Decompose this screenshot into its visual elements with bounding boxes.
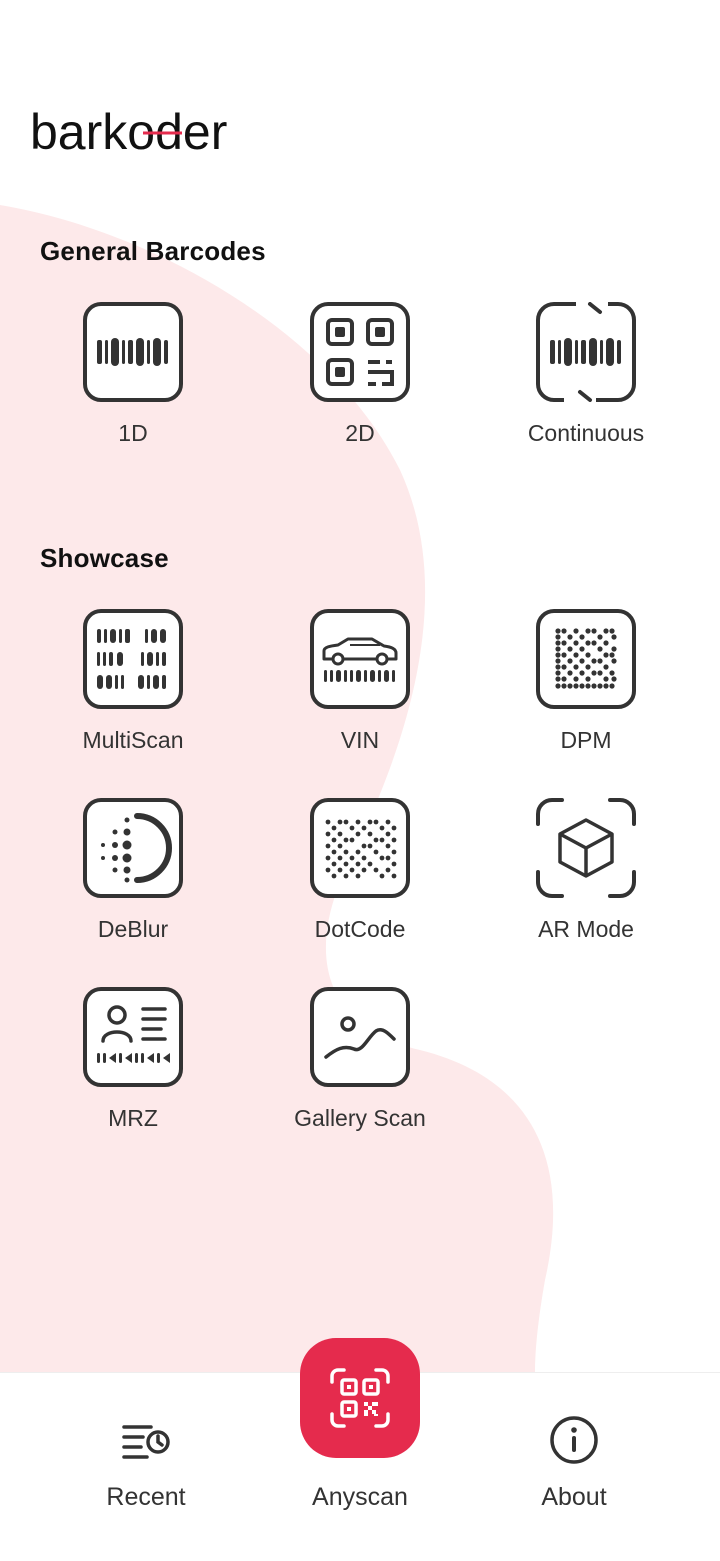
tile-2d[interactable]: 2D (260, 302, 460, 452)
section-title-general: General Barcodes (40, 236, 266, 266)
tile-label: MultiScan (82, 727, 184, 753)
tile-dotcode[interactable]: DotCode (260, 798, 460, 948)
nav-recent-label: Recent (106, 1483, 186, 1511)
tile-label: 2D (345, 420, 375, 446)
tile-label: MRZ (108, 1105, 158, 1131)
qr-code-icon (310, 302, 410, 402)
vin-car-icon (310, 609, 410, 709)
tile-label: DPM (560, 727, 612, 753)
tile-vin[interactable]: VIN (260, 609, 460, 759)
nav-about-label: About (541, 1483, 607, 1511)
tile-ar-mode[interactable]: AR Mode (486, 798, 686, 948)
tile-mrz[interactable]: MRZ (33, 987, 233, 1137)
recent-history-icon (122, 1425, 170, 1459)
gallery-image-icon (310, 987, 410, 1087)
dpm-matrix-icon (536, 609, 636, 709)
tile-label: 1D (118, 420, 148, 446)
continuous-scan-icon (536, 302, 636, 402)
deblur-icon (83, 798, 183, 898)
svg-text:barkoder: barkoder (30, 104, 227, 160)
tile-label: Gallery Scan (294, 1105, 426, 1131)
mrz-id-icon (83, 987, 183, 1087)
nav-about[interactable]: About (484, 1373, 664, 1561)
ar-cube-icon (536, 798, 636, 898)
nav-anyscan-label: Anyscan (312, 1483, 408, 1511)
multiscan-icon (83, 609, 183, 709)
tile-label: DotCode (314, 916, 406, 942)
bottom-navigation: Recent About (0, 1373, 720, 1561)
nav-recent[interactable]: Recent (56, 1373, 236, 1561)
tile-dpm[interactable]: DPM (486, 609, 686, 759)
info-icon (550, 1416, 598, 1464)
barkoder-logo: barkoder (30, 104, 227, 160)
tile-1d[interactable]: 1D (33, 302, 233, 452)
tile-label: VIN (340, 727, 380, 753)
tile-label: AR Mode (538, 916, 634, 942)
barcode-1d-icon (83, 302, 183, 402)
dotcode-icon (310, 798, 410, 898)
tile-continuous[interactable]: Continuous (486, 302, 686, 452)
tile-label: Continuous (527, 420, 645, 446)
section-title-showcase: Showcase (40, 543, 169, 573)
scan-qr-icon (330, 1368, 390, 1428)
tile-multiscan[interactable]: MultiScan (33, 609, 233, 759)
tile-deblur[interactable]: DeBlur (33, 798, 233, 948)
tile-gallery-scan[interactable]: Gallery Scan (260, 987, 460, 1137)
anyscan-button[interactable] (300, 1338, 420, 1458)
tile-label: DeBlur (97, 916, 169, 942)
